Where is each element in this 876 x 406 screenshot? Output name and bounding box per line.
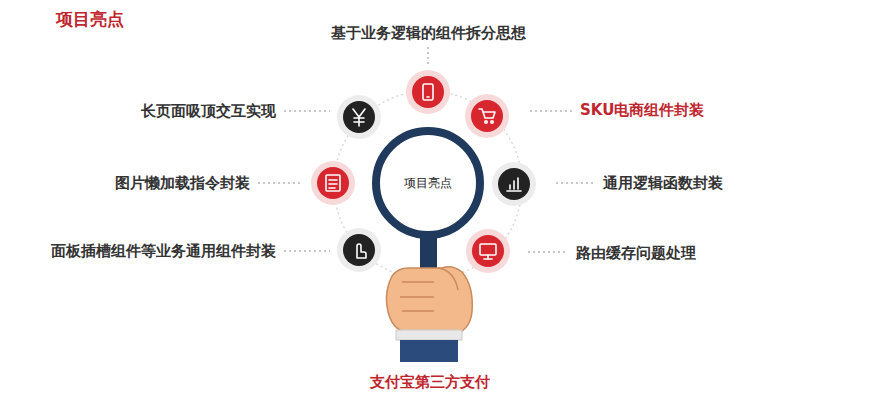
lens-text: 项目亮点: [404, 175, 452, 192]
highlight-label: 基于业务逻辑的组件拆分思想: [331, 24, 526, 42]
icon-glyphs: [326, 84, 521, 259]
highlight-label: 长页面吸顶交互实现: [141, 102, 276, 120]
leader-lines: [258, 47, 596, 252]
highlight-label: 路由缓存问题处理: [576, 244, 696, 262]
page-title: 项目亮点: [56, 9, 124, 29]
magnifier-lens: 项目亮点: [372, 127, 484, 239]
highlight-label: SKU电商组件封装: [580, 101, 704, 119]
highlight-label: 图片懒加载指令封装: [115, 174, 250, 192]
magnifier-hand: [386, 232, 472, 362]
highlight-label: 通用逻辑函数封装: [603, 174, 723, 192]
highlight-label: 面板插槽组件等业务通用组件封装: [51, 242, 276, 260]
footer-label: 支付宝第三方支付: [370, 373, 490, 391]
